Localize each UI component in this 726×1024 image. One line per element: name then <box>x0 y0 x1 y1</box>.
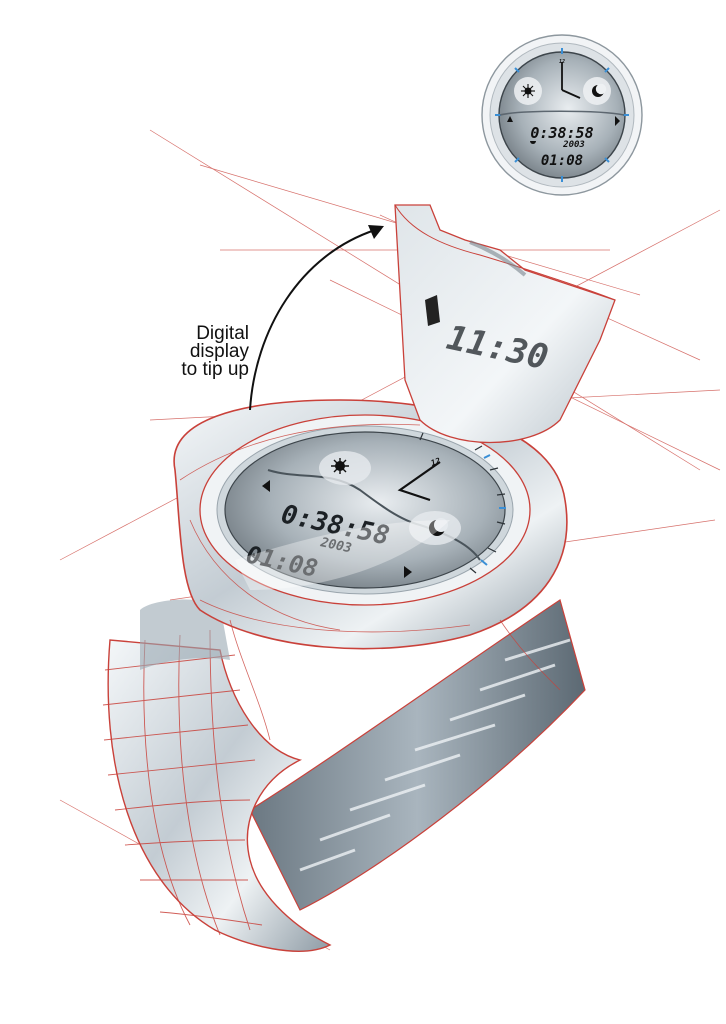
main-hour-marker: 12 <box>430 456 442 468</box>
bracelet <box>102 599 586 952</box>
inset-year-display: 2003 <box>562 140 585 150</box>
main-hands <box>397 461 441 502</box>
moon-icon <box>429 518 448 536</box>
flip-up-display-panel: 11:30 <box>394 204 616 444</box>
main-dial-ticks <box>419 432 506 574</box>
sun-icon <box>331 458 349 474</box>
main-dial: 12 0:38:58 2003 01:08 <box>224 431 506 590</box>
main-sun-subdial <box>319 451 371 485</box>
left-triangle-icon <box>262 480 270 492</box>
right-triangle-icon <box>404 566 412 578</box>
inset-watch: 12 0:38:58 2003 <box>481 34 643 196</box>
inset-time-display: 0:38:58 <box>530 124 593 142</box>
inset-left-bell-icon <box>507 116 513 122</box>
inset-sun-subdial <box>514 77 542 105</box>
panel-segment-icon <box>425 295 440 326</box>
inset-counter-display: 01:08 <box>541 153 583 169</box>
main-year-display: 2003 <box>318 535 353 556</box>
sun-icon <box>521 84 535 98</box>
callout-line-2: display <box>190 341 250 362</box>
inset-moon-subdial <box>583 77 611 105</box>
inset-year-icon <box>530 141 536 144</box>
callout-text: Digital display to tip up <box>181 323 249 380</box>
main-moon-subdial <box>409 511 461 545</box>
moon-icon <box>592 83 607 97</box>
callout-arrow <box>249 225 384 411</box>
callout-line-3: to tip up <box>181 359 249 380</box>
inset-right-triangle-icon <box>615 116 620 126</box>
callout-line-1: Digital <box>196 323 249 344</box>
inset-hands <box>561 62 581 99</box>
